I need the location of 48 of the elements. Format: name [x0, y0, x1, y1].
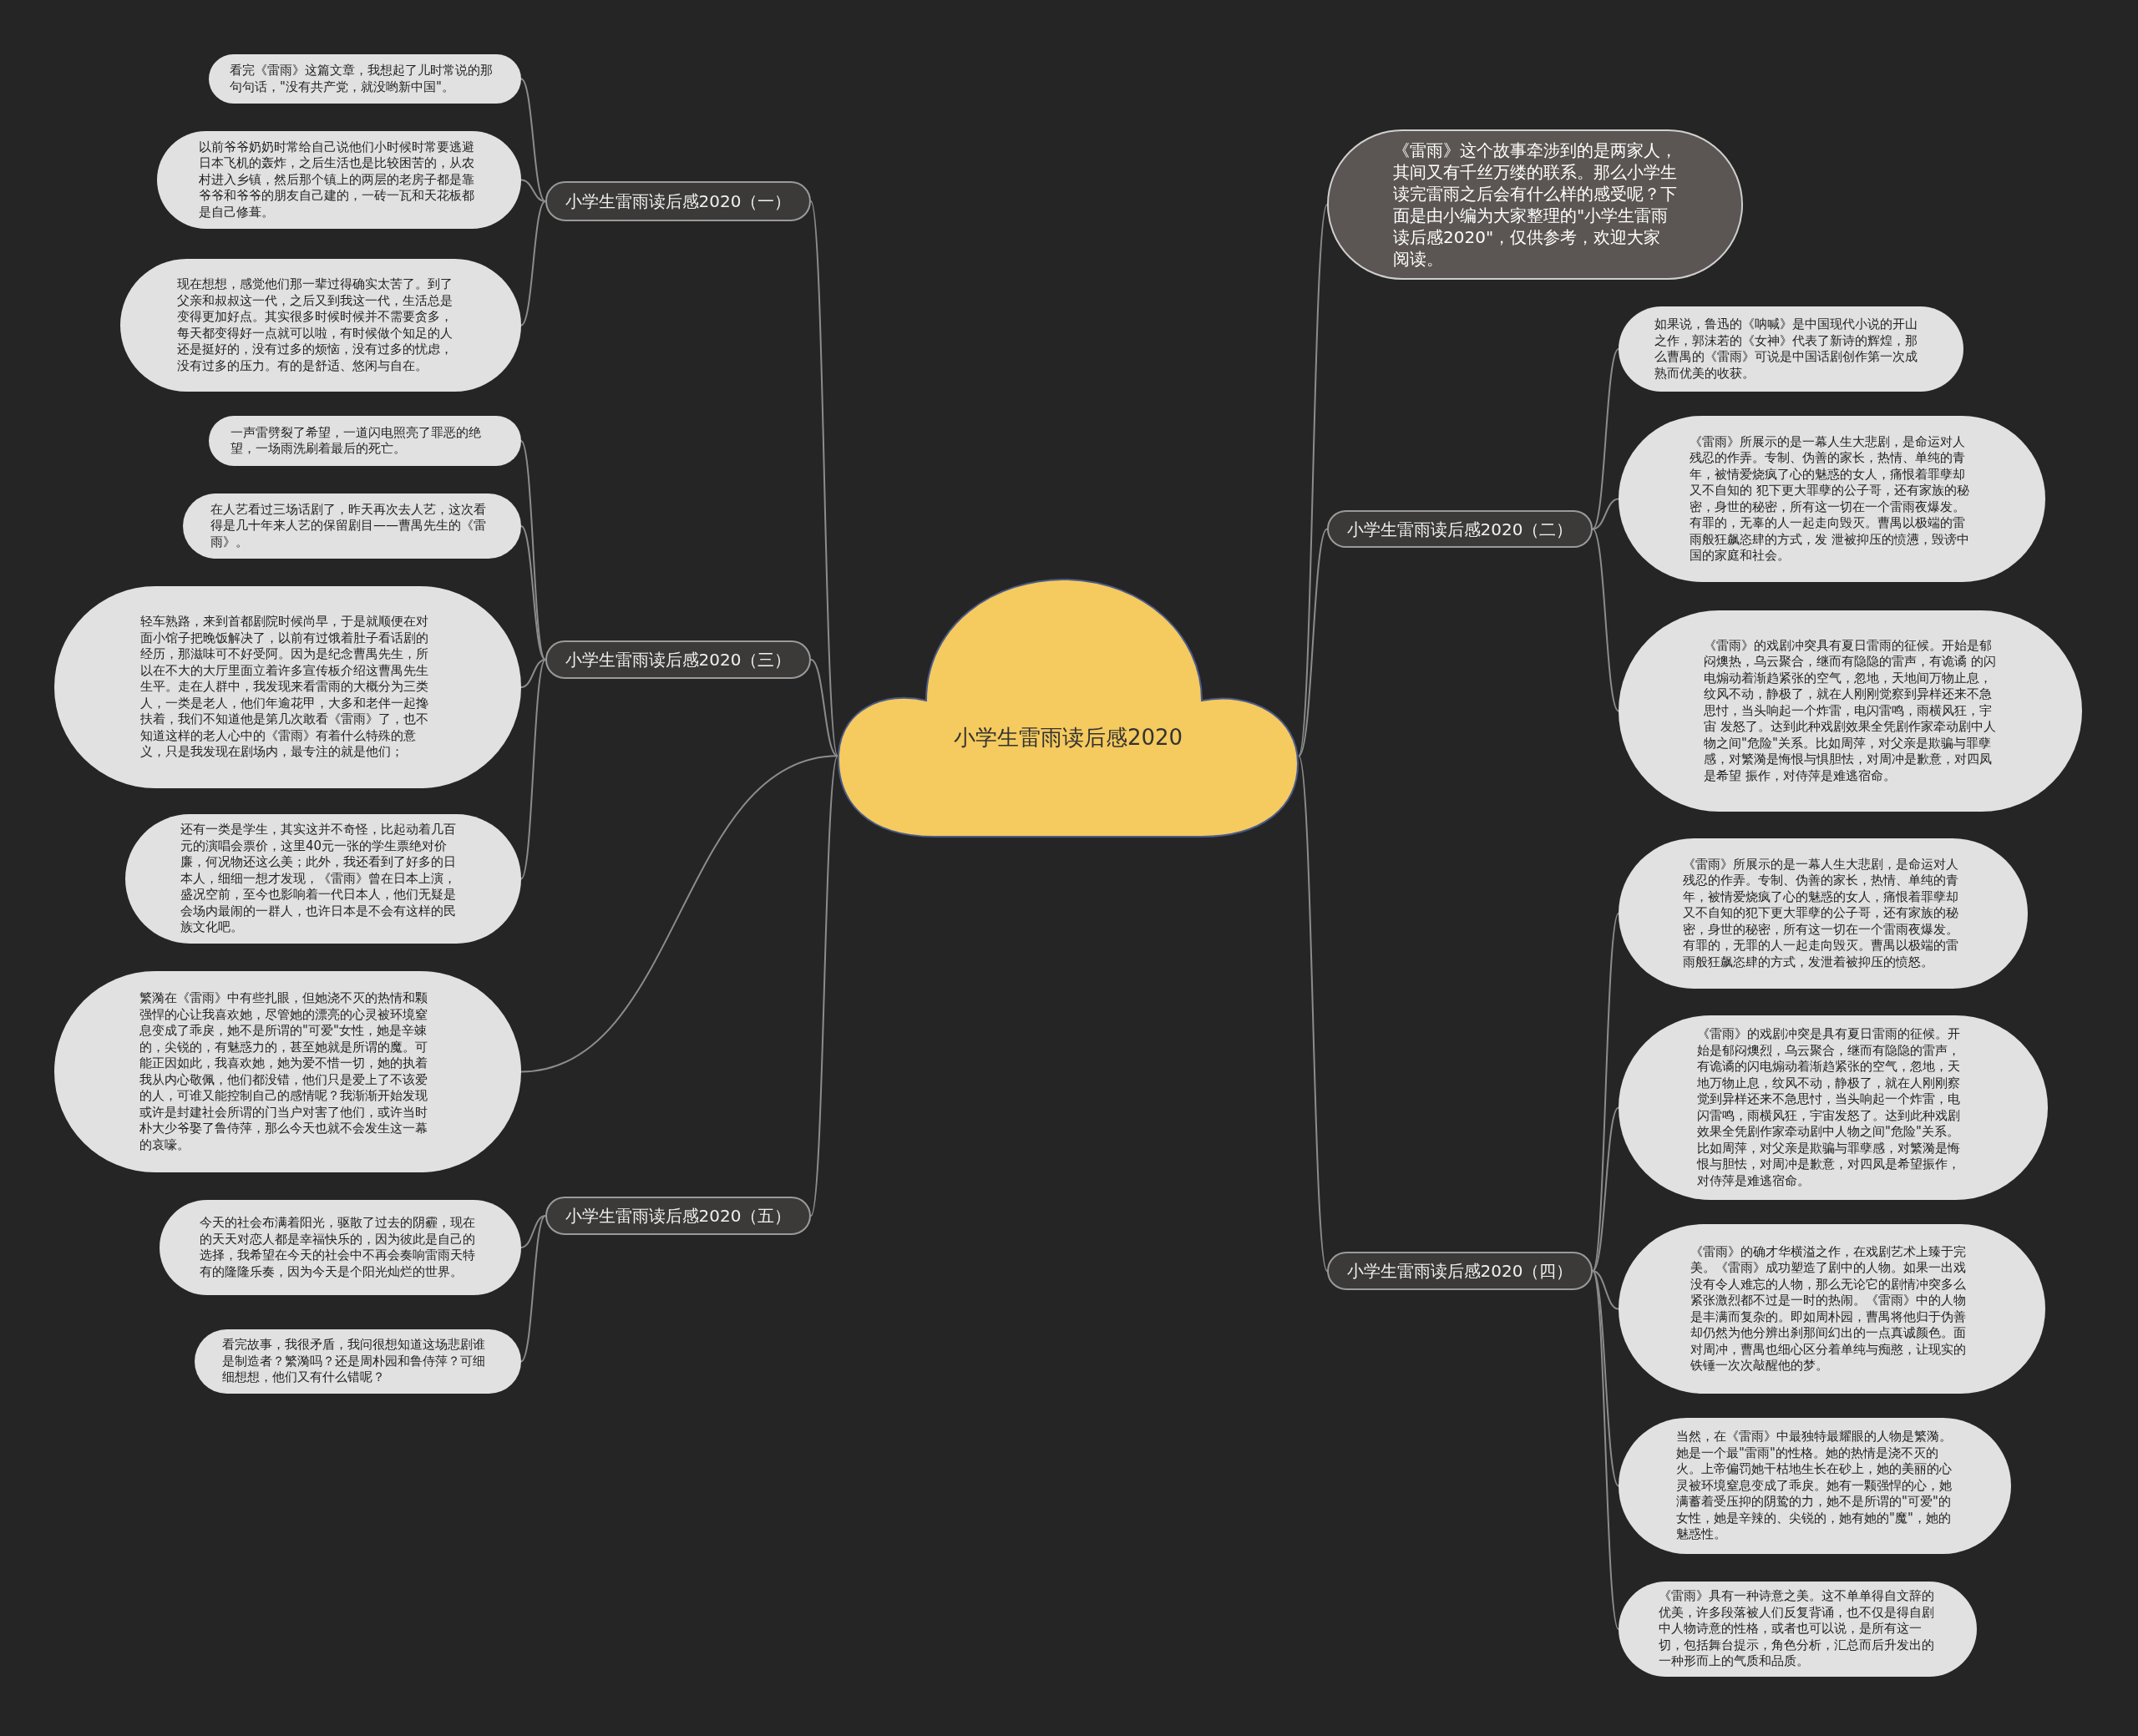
branch-topic: 小学生雷雨读后感2020（四）: [1327, 1252, 1593, 1290]
note-bubble: 繁漪在《雷雨》中有些扎眼，但她浇不灭的热情和颗强悍的心让我喜欢她，尽管她的漂亮的心灵被环境窒息变成了乖戾，她不是所谓的"可爱"女性，她是辛竦的，尖锐的，有魅惑力的，甚至她就是所谓的魔。可能正因如此，我喜欢她，她为爱不惜一切，她的执着我从内心敬佩，他们都没错，他们只是爱上了不该爱的人，可谁又能控制自己的感情呢？我渐渐开始发现或许是封建社会所谓的门当户对害了他们，或许当时朴大少爷娶了鲁侍萍，那么今天也就不会发生这一幕的哀嚎。: [54, 971, 521, 1172]
note-bubble: 《雷雨》的确才华横溢之作，在戏剧艺术上臻于完美。《雷雨》成功塑造了剧中的人物。如果一出戏没有令人难忘的人物，那么无论它的剧情冲突多么紧张激烈都不过是一时的热闹。《雷雨》中的人物是丰满而复杂的。即如周朴园，曹禺将他归于伪善却仍然为他分辨出刹那间幻出的一点真诚颜色。面对周冲，曹禺也细心区分着单纯与痴憨，让现实的铁锤一次次敲醒他的梦。: [1619, 1224, 2045, 1394]
connector-line: [1592, 348, 1619, 530]
connector-line: [520, 440, 546, 660]
connector-line: [520, 659, 546, 688]
note-bubble: 当然，在《雷雨》中最独特最耀眼的人物是繁漪。她是一个最"雷雨"的性格。她的热情是浇不灭的火。上帝偏罚她干枯地生长在砂上，她的美丽的心灵被环境窒息变成了乖戾。她有一颗强悍的心，她满蓄着受压抑的阴鸷的力，她不是所谓的"可爱"的女性，她是辛辣的、尖锐的，她有她的"魔"，她的魅惑性。: [1619, 1418, 2011, 1554]
note-bubble: 如果说，鲁迅的《呐喊》是中国现代小说的开山之作，郭沫若的《女神》代表了新诗的辉煌，那么曹禺的《雷雨》可说是中国话剧创作第一次成熟而优美的收获。: [1619, 306, 1963, 392]
connector-line: [1592, 1270, 1619, 1630]
branch-topic: 小学生雷雨读后感2020（二）: [1327, 510, 1593, 548]
connector-line: [520, 1215, 546, 1363]
note-bubble: 今天的社会布满着阳光，驱散了过去的阴霾，现在的天天对恋人都是幸福快乐的，因为彼此是自己的选择，我希望在今天的社会中不再会奏响雷雨天特有的隆隆乐奏，因为今天是个阳光灿烂的世界。: [160, 1200, 521, 1295]
connector-line: [1592, 498, 1619, 530]
central-topic: 小学生雷雨读后感2020: [953, 723, 1183, 752]
connector-line: [1592, 1106, 1619, 1272]
connector-line: [520, 200, 546, 326]
intro-bubble: 《雷雨》这个故事牵涉到的是两家人，其间又有千丝万缕的联系。那么小学生读完雷雨之后会有什么样的感受呢？下面是由小编为大家整理的"小学生雷雨读后感2020"，仅供参考，欢迎大家阅读。: [1327, 129, 1743, 280]
connector-line: [1298, 528, 1328, 757]
connector-line: [1592, 528, 1619, 712]
note-bubble: 看完《雷雨》这篇文章，我想起了儿时常说的那句句话，"没有共产党，就没哟新中国"。: [209, 54, 521, 104]
connector-line: [810, 659, 838, 757]
note-bubble: 还有一类是学生，其实这并不奇怪，比起动着几百元的演唱会票价，这里40元一张的学生票绝对价廉，何况物还这么美；此外，我还看到了好多的日本人，细细一想才发现，《雷雨》曾在日本上演，盛况空前，至今也影响着一代日本人，他们无疑是会场内最闹的一群人，也许日本是不会有这样的民族文化吧。: [125, 814, 521, 944]
note-bubble: 《雷雨》所展示的是一幕人生大悲剧，是命运对人残忍的作弄。专制、伪善的家长，热情、单纯的青年，被情爱烧疯了心的魅惑的女人，痛恨着罪孽却又不自知的犯下更大罪孽的公子哥，还有家族的秘密，身世的秘密，所有这一切在一个雷雨夜爆发。有罪的，无罪的人一起走向毁灭。曹禺以极端的雷雨般狂飙恣肆的方式，发泄着被抑压的愤怒。: [1619, 838, 2028, 989]
branch-topic: 小学生雷雨读后感2020（五）: [545, 1197, 811, 1235]
connector-line: [1592, 1270, 1619, 1487]
note-bubble: 《雷雨》具有一种诗意之美。这不单单得自文辞的优美，许多段落被人们反复背诵，也不仅是得自剧中人物诗意的性格，或者也可以说，是所有这一切，包括舞台提示，角色分析，汇总而后升发出的一种形而上的气质和品质。: [1619, 1582, 1977, 1677]
connector-line: [1298, 755, 1328, 1272]
note-bubble: 一声雷劈裂了希望，一道闪电照亮了罪恶的绝望，一场雨洗刷着最后的死亡。: [209, 416, 521, 466]
connector-line: [520, 179, 546, 202]
connector-line: [520, 525, 546, 660]
branch-topic: 小学生雷雨读后感2020（一）: [545, 181, 811, 221]
note-bubble: 《雷雨》的戏剧冲突具有夏日雷雨的征候。开始是郁闷燠热，乌云聚合，继而有隐隐的雷声，有诡谲 的闪电煽动着渐趋紧张的空气，忽地，天地间万物止息，纹风不动，静极了，就在人刚刚觉察到异样还来不急思忖，当头响起一个炸雷，电闪雷鸣，雨横风狂，宇宙 发怒了。达到此种戏剧效果全凭剧作家牵动剧中人物之间"危险"关系。比如周萍，对父亲是欺骗与罪孽感，对繁漪是悔恨与惧胆怯，对周冲是歉意，对四凤是希望 振作，对侍萍是难逃宿命。: [1619, 610, 2082, 812]
connector-line: [520, 1215, 546, 1248]
connector-line: [810, 755, 838, 1217]
note-bubble: 看完故事，我很矛盾，我问很想知道这场悲剧谁是制造者？繁漪吗？还是周朴园和鲁侍萍？可细细想想，他们又有什么错呢？: [195, 1329, 521, 1394]
note-bubble: 现在想想，感觉他们那一辈过得确实太苦了。到了父亲和叔叔这一代，之后又到我这一代，生活总是变得更加好点。其实很多时候时候并不需要贪多，每天都变得好一点就可以啦，有时候做个知足的人还是挺好的，没有过多的烦恼，没有过多的忧虑，没有过多的压力。有的是舒适、悠闲与自在。: [120, 259, 521, 392]
connector-line: [810, 200, 838, 757]
note-bubble: 《雷雨》所展示的是一幕人生大悲剧，是命运对人残忍的作弄。专制、伪善的家长，热情、单纯的青年，被情爱烧疯了心的魅惑的女人，痛恨着罪孽却又不自知的 犯下更大罪孽的公子哥，还有家族的秘密，身世的秘密，所有这一切在一个雷雨夜爆发。有罪的，无辜的人一起走向毁灭。曹禺以极端的雷雨般狂飙恣肆的方式，发 泄被抑压的愤懑，毁谤中国的家庭和社会。: [1619, 416, 2045, 582]
connector-line: [1592, 913, 1619, 1272]
note-bubble: 轻车熟路，来到首都剧院时候尚早，于是就顺便在对面小馆子把晚饭解决了，以前有过饿着肚子看话剧的经历，那滋味可不好受阿。因为是纪念曹禺先生，所以在不大的大厅里面立着许多宣传板介绍这曹禺先生生平。走在人群中，我发现来看雷雨的大概分为三类人，一类是老人，他们年逾花甲，大多和老伴一起搀扶着，我们不知道他是第几次敢看《雷雨》了，也不知道这样的老人心中的《雷雨》有着什么特殊的意义，只是我发现在剧场内，最专注的就是他们；: [54, 586, 521, 788]
connector-line: [520, 755, 838, 1073]
connector-line: [520, 78, 546, 202]
note-bubble: 在人艺看过三场话剧了，昨天再次去人艺，这次看得是几十年来人艺的保留剧目——曹禺先生的《雷雨》。: [183, 493, 521, 559]
branch-topic: 小学生雷雨读后感2020（三）: [545, 640, 811, 679]
connector-line: [520, 659, 546, 880]
note-bubble: 以前爷爷奶奶时常给自己说他们小时候时常要逃避日本飞机的轰炸，之后生活也是比较困苦的，从农村进入乡镇，然后那个镇上的两层的老房子都是靠爷爷和爷爷的朋友自己建的，一砖一瓦和天花板都是自己修葺。: [157, 131, 521, 229]
connector-line: [1592, 1270, 1619, 1310]
note-bubble: 《雷雨》的戏剧冲突是具有夏日雷雨的征候。开始是郁闷燠烈，乌云聚合，继而有隐隐的雷声，有诡谲的闪电煽动着渐趋紧张的空气，忽地，天地万物止息，纹风不动，静极了，就在人刚刚察觉到异样还来不急思忖，当头响起一个炸雷，电闪雷鸣，雨横风狂，宇宙发怒了。达到此种戏剧效果全凭剧作家牵动剧中人物之间"危险"关系。比如周萍，对父亲是欺骗与罪孽感，对繁漪是悔恨与胆怯，对周冲是歉意，对四凤是希望振作，对侍萍是难逃宿命。: [1619, 1015, 2048, 1200]
